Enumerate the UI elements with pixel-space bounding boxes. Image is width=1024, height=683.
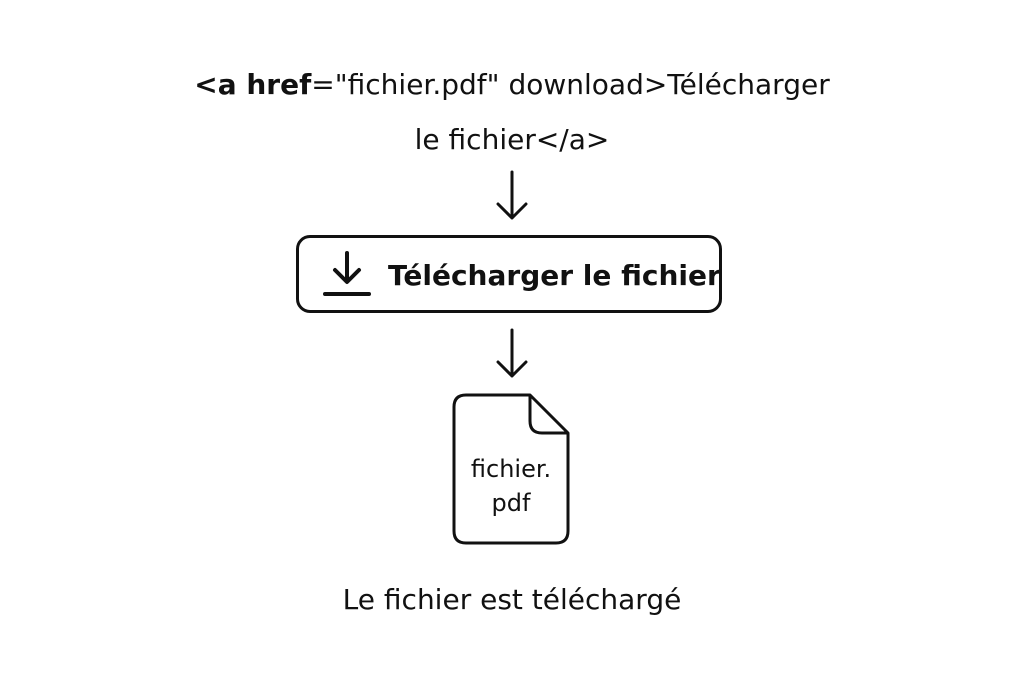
arrow-down-icon [496,328,528,378]
code-snippet-line-1: <a href="fichier.pdf" download>Télécharg… [0,68,1024,102]
code-attributes: ="fichier.pdf" download>Télécharger [311,68,830,101]
result-caption: Le fichier est téléchargé [342,583,682,616]
code-snippet-line-2: le fichier</a> [414,123,610,156]
download-button[interactable]: Télécharger le fichier [296,235,722,313]
code-tag-keyword: <a href [194,68,312,101]
arrow-down-icon [496,170,528,220]
file-icon [452,393,570,545]
file-name: fichier. pdf [470,455,552,517]
download-icon [323,251,371,296]
download-button-label: Télécharger le fichier [388,259,721,292]
